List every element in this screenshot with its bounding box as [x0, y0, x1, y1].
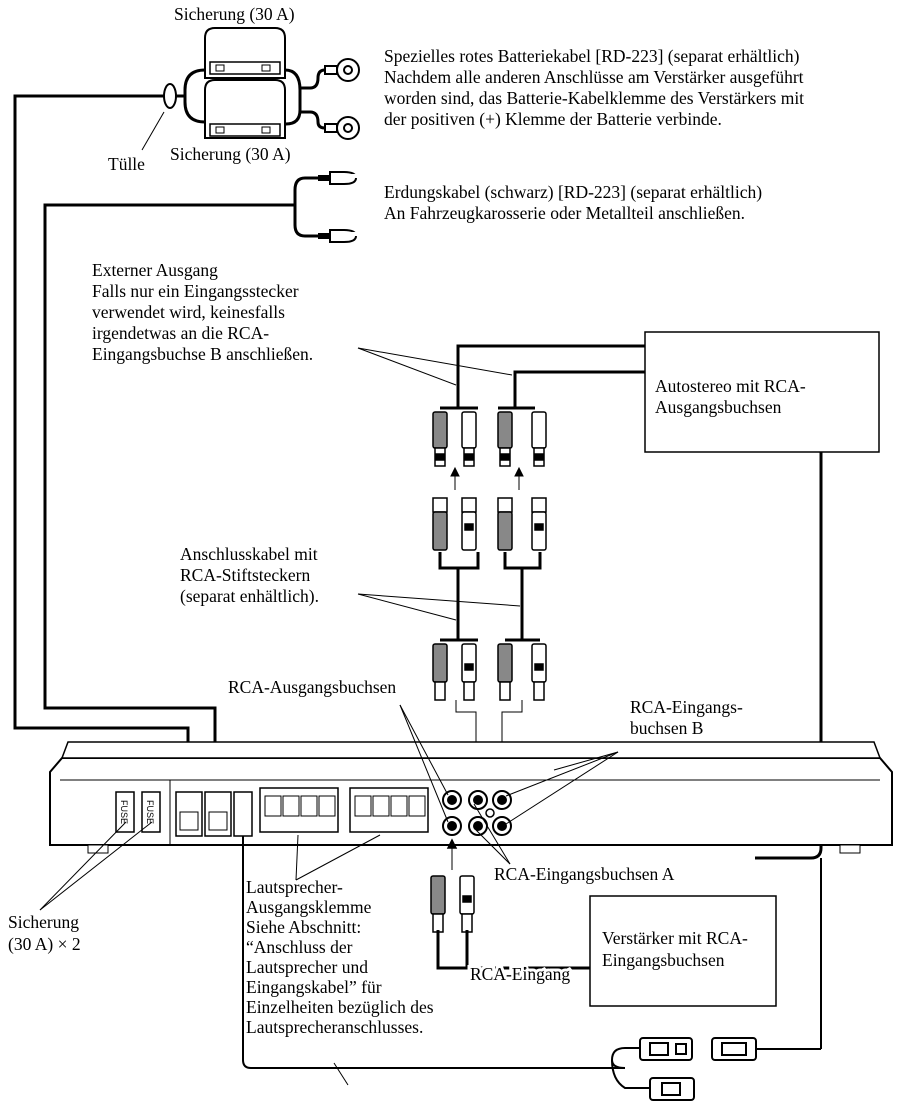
connect-arrows-top — [450, 466, 524, 490]
svg-text:Sicherung: Sicherung — [8, 912, 79, 932]
connection-cable-wires — [438, 552, 542, 642]
svg-text:(30 A) × 2: (30 A) × 2 — [8, 934, 81, 954]
svg-text:Eingangskabel” für: Eingangskabel” für — [246, 977, 382, 997]
svg-text:Spezielles rotes Batteriekabel: Spezielles rotes Batteriekabel [RD-223] … — [384, 46, 800, 66]
svg-text:(separat enhältlich).: (separat enhältlich). — [180, 586, 319, 606]
svg-text:Ausgangsklemme: Ausgangsklemme — [246, 897, 372, 917]
svg-text:Autostereo mit RCA-: Autostereo mit RCA- — [655, 376, 806, 396]
rca-input-b-label: RCA-Eingangs- buchsen B — [630, 697, 743, 738]
autostereo-output-cables — [440, 344, 823, 860]
rca-plugs-lower — [432, 643, 547, 701]
rca-input-cable — [430, 838, 590, 970]
svg-text:Ausgangsbuchsen: Ausgangsbuchsen — [655, 397, 782, 417]
amp-label-pointers — [39, 704, 619, 911]
svg-text:Falls nur ein Eingangsstecker: Falls nur ein Eingangsstecker — [92, 281, 299, 301]
svg-text:Lautsprecher und: Lautsprecher und — [246, 957, 368, 977]
amplifier-label: Verstärker mit RCA- Eingangsbuchsen — [602, 928, 748, 970]
svg-text:Lautsprecheranschlusses.: Lautsprecheranschlusses. — [246, 1017, 423, 1037]
svg-text:Nachdem alle anderen Anschlüss: Nachdem alle anderen Anschlüsse am Verst… — [384, 67, 804, 87]
svg-text:RCA-Stiftsteckern: RCA-Stiftsteckern — [180, 565, 311, 585]
fuse-holder-top — [204, 27, 286, 139]
rca-jacks-panel — [442, 790, 512, 836]
svg-text:irgendetwas an die RCA-: irgendetwas an die RCA- — [92, 323, 269, 343]
grommet-label: Tülle — [108, 154, 145, 174]
connection-cable-pointers — [357, 593, 521, 621]
fuse-mark-2: FUSE — [145, 800, 155, 824]
svg-text:Eingangsbuchsen: Eingangsbuchsen — [602, 950, 725, 970]
battery-cable-label: Spezielles rotes Batteriekabel [RD-223] … — [384, 46, 804, 129]
remote-connectors — [610, 858, 822, 1101]
ring-terminals — [324, 58, 360, 140]
fuse-mid-label: Sicherung (30 A) — [170, 144, 291, 164]
svg-text:worden sind, das Batterie-Kabe: worden sind, das Batterie-Kabelklemme de… — [384, 88, 804, 108]
svg-text:Externer Ausgang: Externer Ausgang — [92, 260, 218, 280]
ground-cable-label: Erdungskabel (schwarz) [RD-223] (separat… — [384, 182, 762, 223]
svg-text:Lautsprecher-: Lautsprecher- — [246, 877, 343, 897]
svg-text:Erdungskabel (schwarz) [RD-223: Erdungskabel (schwarz) [RD-223] (separat… — [384, 182, 762, 202]
rca-input-label: RCA-Eingang — [470, 964, 570, 984]
fuse-top-label: Sicherung (30 A) — [174, 4, 295, 24]
svg-text:Verstärker mit RCA-: Verstärker mit RCA- — [602, 928, 748, 948]
svg-text:An Fahrzeugkarosserie oder Met: An Fahrzeugkarosserie oder Metallteil an… — [384, 203, 745, 223]
fuse-count-label: Sicherung (30 A) × 2 — [8, 912, 81, 954]
battery-cable — [13, 68, 326, 760]
speaker-terminal-label: Lautsprecher- Ausgangsklemme Siehe Absch… — [246, 877, 434, 1037]
remote-lead — [242, 836, 625, 1086]
autostereo-label: Autostereo mit RCA- Ausgangsbuchsen — [655, 376, 806, 417]
external-output-pointers — [357, 347, 513, 386]
autostereo-box — [644, 331, 880, 453]
amplifier-unit — [49, 741, 893, 854]
svg-text:der positiven (+) Klemme der B: der positiven (+) Klemme der Batterie ve… — [384, 109, 722, 129]
svg-text:RCA-Eingangs-: RCA-Eingangs- — [630, 697, 743, 717]
rca-connection-cable — [432, 497, 547, 551]
ground-cable — [43, 175, 330, 760]
svg-text:Einzelheiten bezüglich des: Einzelheiten bezüglich des — [246, 997, 434, 1017]
svg-text:“Anschluss der: “Anschluss der — [246, 937, 353, 957]
svg-text:Anschlusskabel mit: Anschlusskabel mit — [180, 544, 318, 564]
grommet — [141, 83, 177, 151]
svg-text:Siehe Abschnitt:: Siehe Abschnitt: — [246, 917, 361, 937]
svg-text:buchsen B: buchsen B — [630, 718, 703, 738]
rca-plugs-top — [432, 411, 547, 467]
amplifier-box — [589, 895, 777, 1007]
svg-text:verwendet wird, keinesfalls: verwendet wird, keinesfalls — [92, 302, 285, 322]
external-output-label: Externer Ausgang Falls nur ein Eingangss… — [92, 260, 313, 364]
connection-cable-label: Anschlusskabel mit RCA-Stiftsteckern (se… — [180, 544, 319, 606]
fuse-mark-1: FUSE — [119, 800, 129, 824]
svg-text:Eingangsbuchse B anschließen.: Eingangsbuchse B anschließen. — [92, 344, 313, 364]
ground-fork-terminals — [329, 171, 358, 243]
rca-input-a-label: RCA-Eingangsbuchsen A — [494, 864, 675, 884]
rca-output-jacks-label: RCA-Ausgangsbuchsen — [228, 677, 396, 697]
